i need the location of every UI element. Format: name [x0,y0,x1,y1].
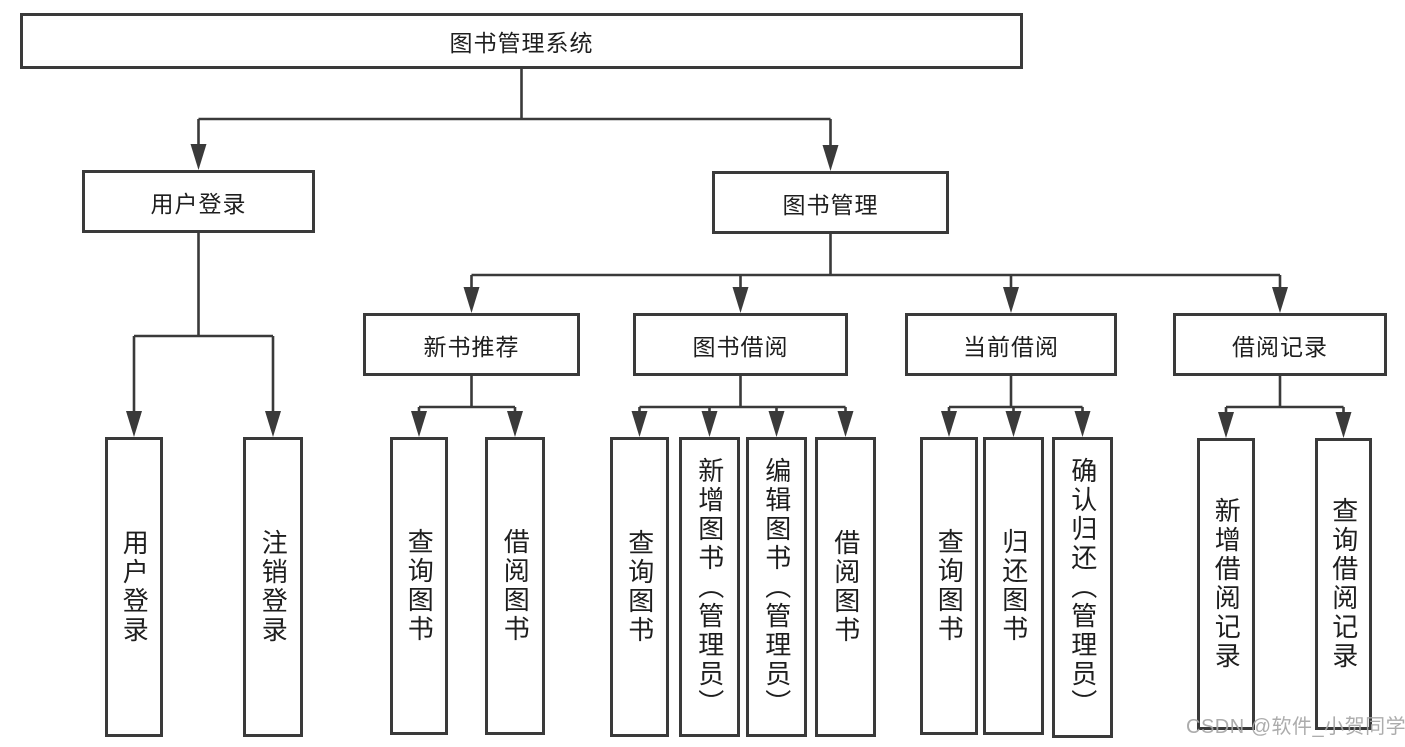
leaf-records-add-record: 新增借阅记录 [1197,438,1255,730]
node-label: 用户登录 [150,190,247,217]
node-label: 借阅图书 [500,528,531,644]
node-borrow-records: 借阅记录 [1173,313,1387,376]
node-label: 查询借阅记录 [1328,497,1359,671]
leaf-borrowing-borrow-book: 借阅图书 [815,437,876,737]
node-label: 图书借阅 [692,333,789,360]
watermark: CSDN @软件_小贺同学 [1186,716,1405,738]
leaf-borrowing-edit-book-admin: 编辑图书（管理员） [746,437,807,737]
leaf-newrec-borrow-book: 借阅图书 [485,437,545,735]
node-label: 查询图书 [404,528,435,644]
node-label: 注销登录 [258,529,289,645]
node-label: 当前借阅 [963,333,1059,360]
node-label: 确认归还（管理员） [1067,457,1098,718]
node-label: 新增图书（管理员） [694,456,725,718]
node-label: 图书管理 [782,191,879,218]
node-book-borrowing: 图书借阅 [633,313,848,376]
leaf-borrowing-query-book: 查询图书 [610,437,669,737]
node-label: 归还图书 [998,528,1029,644]
leaf-current-query-book: 查询图书 [920,437,978,735]
leaf-current-return-book: 归还图书 [983,437,1044,735]
leaf-current-confirm-return-admin: 确认归还（管理员） [1052,437,1113,738]
node-label: 图书管理系统 [449,30,594,56]
node-label: 查询图书 [624,529,655,645]
node-root: 图书管理系统 [20,13,1023,69]
node-current-borrowing: 当前借阅 [905,313,1117,376]
node-user-login: 用户登录 [82,170,315,233]
leaf-logout-login: 注销登录 [243,437,303,737]
leaf-borrowing-add-book-admin: 新增图书（管理员） [679,437,740,737]
node-label: 新书推荐 [423,333,520,360]
leaf-newrec-query-book: 查询图书 [390,437,448,735]
node-label: 借阅图书 [830,529,861,645]
node-new-book-recommend: 新书推荐 [363,313,580,376]
leaf-user-login: 用户登录 [105,437,163,737]
node-label: 编辑图书（管理员） [761,456,792,718]
node-label: 查询图书 [934,528,965,644]
node-label: 用户登录 [119,529,150,645]
node-label: 借阅记录 [1232,333,1328,360]
leaf-records-query-record: 查询借阅记录 [1315,438,1372,730]
node-book-management: 图书管理 [712,171,949,234]
node-label: 新增借阅记录 [1211,497,1242,671]
